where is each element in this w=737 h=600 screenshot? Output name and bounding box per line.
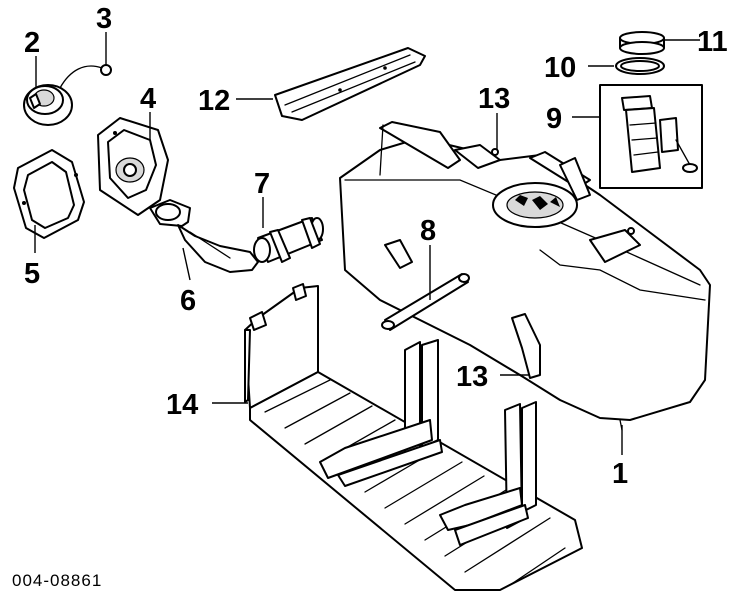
- lock-ring: [619, 31, 665, 55]
- callout-14: 14: [166, 389, 198, 421]
- diagram-reference-code: 004-08861: [12, 571, 102, 590]
- cap-tether: [59, 64, 112, 89]
- filler-hose: [253, 217, 324, 263]
- callout-11: 11: [697, 26, 728, 58]
- callout-6: 6: [180, 285, 196, 317]
- callout-4: 4: [140, 83, 156, 115]
- tank-rod-bolt: [381, 273, 470, 331]
- filler-neck-tube: [149, 199, 259, 273]
- callout-5: 5: [24, 258, 40, 290]
- callout-1: 1: [612, 458, 628, 490]
- filler-gasket: [13, 149, 85, 239]
- callout-8: 8: [420, 215, 436, 247]
- fuel-tank: [339, 121, 711, 431]
- o-ring-seal: [615, 57, 665, 75]
- filler-housing: [97, 117, 169, 216]
- callout-3: 3: [96, 3, 112, 35]
- heat-shield-strip: [274, 47, 426, 121]
- fuel-filler-cap: [23, 84, 73, 126]
- callout-13-bottom: 13: [456, 361, 488, 393]
- skid-plate-shield: [244, 283, 583, 591]
- callout-13-top: 13: [478, 83, 510, 115]
- fuel-pump-module: [599, 84, 703, 189]
- callout-10: 10: [544, 52, 576, 84]
- callout-12: 12: [198, 85, 230, 117]
- callout-2: 2: [24, 27, 40, 59]
- callout-9: 9: [546, 103, 562, 135]
- leader-lines: [34, 32, 700, 455]
- callout-labels: 2 3 4 5 6 7 8 9 10 11 12 13 13 14 1: [24, 3, 728, 490]
- callout-7: 7: [254, 168, 270, 200]
